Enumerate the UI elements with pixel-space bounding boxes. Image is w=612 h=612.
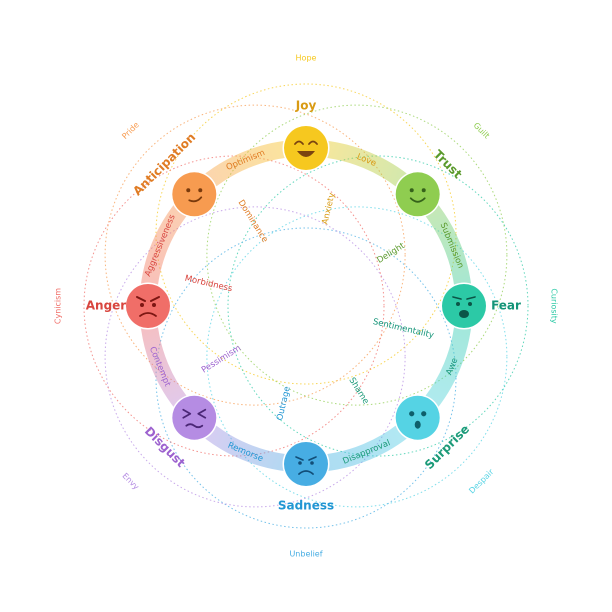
orbit-circle-disgust xyxy=(104,206,406,508)
secondary-dyad-label: Envy xyxy=(120,471,140,491)
secondary-dyad-label: Hope xyxy=(296,54,317,63)
orbit-circle-surprise xyxy=(206,206,508,508)
secondary-dyad-label: Curiosity xyxy=(550,288,559,324)
secondary-dyad-label: Unbelief xyxy=(289,550,322,559)
emotion-label-anger: Anger xyxy=(86,299,127,313)
emotion-faces xyxy=(124,124,488,488)
orbit-circle-anticipation xyxy=(104,104,406,406)
secondary-dyad-label: Despair xyxy=(467,467,496,496)
orbit-circle-fear xyxy=(227,155,529,457)
orbit-circle-anger xyxy=(83,155,385,457)
scared-face-icon xyxy=(440,282,488,330)
emotion-label-fear: Fear xyxy=(491,299,521,313)
disgusted-face-icon xyxy=(170,394,218,442)
inner-dyad-label: Pessimism xyxy=(200,343,243,375)
inner-dyad-label: Shame xyxy=(347,376,371,406)
emotion-label-joy: Joy xyxy=(295,99,317,113)
emotion-label-trust: Trust xyxy=(431,147,465,181)
sad-face-icon xyxy=(282,440,330,488)
secondary-dyad-label: Cynicism xyxy=(54,288,63,324)
secondary-dyad-label: Guilt xyxy=(472,121,492,141)
happy-face-icon xyxy=(282,124,330,172)
smirk-face-icon xyxy=(170,170,218,218)
orbit-circle-trust xyxy=(206,104,508,406)
inner-dyad-label: Outrage xyxy=(275,385,293,421)
inner-dyad-label: Delight xyxy=(375,241,407,266)
inner-dyad-label: Sentimentality xyxy=(372,317,435,341)
surprised-face-icon xyxy=(394,394,442,442)
smile-face-icon xyxy=(394,170,442,218)
emotion-label-sadness: Sadness xyxy=(278,499,334,513)
secondary-dyad-label: Pride xyxy=(120,120,141,141)
angry-face-icon xyxy=(124,282,172,330)
